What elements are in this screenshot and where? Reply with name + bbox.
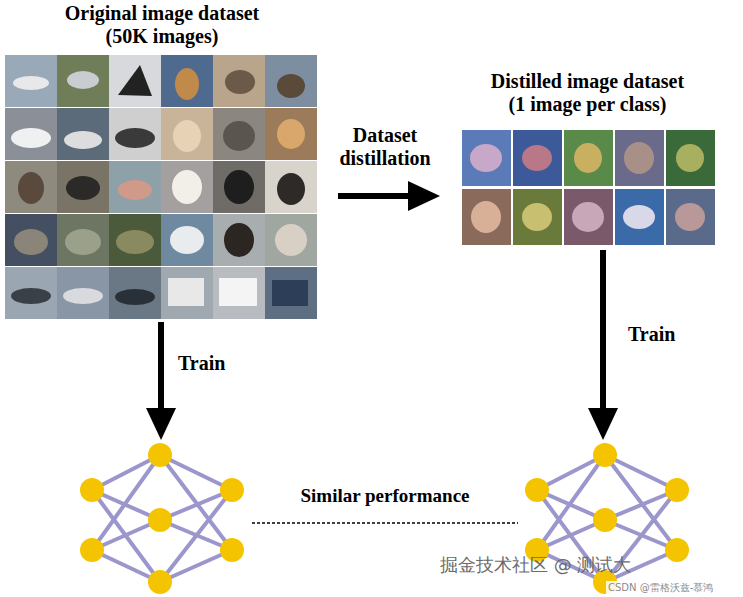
neural-network-left [80, 443, 244, 594]
connector-line [158, 322, 164, 410]
watermark: 掘金技术社区 @ 测试大 [440, 553, 631, 577]
edge-label: Train [178, 352, 225, 375]
dataset-heading-row: Distilled image dataset (1 image per cla… [455, 70, 720, 116]
edge-label: Dataset distillation [330, 124, 440, 170]
dataset-heading-row: Original image dataset (50K images) [3, 2, 321, 48]
arrow-connector [338, 181, 440, 211]
edge-label: Train [628, 323, 675, 346]
arrow-head [146, 408, 176, 440]
original-image-grid [5, 55, 317, 319]
dataset-heading: Distilled image dataset (1 image per cla… [485, 70, 690, 116]
dataset-image-grid: Original image dataset (50K images) [3, 0, 321, 320]
connector-line [600, 250, 606, 410]
arrow-connector [588, 250, 618, 440]
dataset-heading: Original image dataset (50K images) [60, 2, 265, 48]
connector-line [338, 193, 410, 199]
neural-network [75, 440, 250, 595]
connector-line [252, 522, 518, 523]
edge-label: Similar performance [300, 485, 469, 507]
arrow-connector [146, 322, 176, 440]
watermark: CSDN @雷格沃兹-慕鸿 [606, 581, 715, 595]
distilled-image-grid [462, 130, 715, 245]
arrow-head [408, 181, 440, 211]
dataset-image-grid: Distilled image dataset (1 image per cla… [455, 68, 720, 248]
arrow-head [588, 408, 618, 440]
dashed-connector [252, 523, 518, 524]
